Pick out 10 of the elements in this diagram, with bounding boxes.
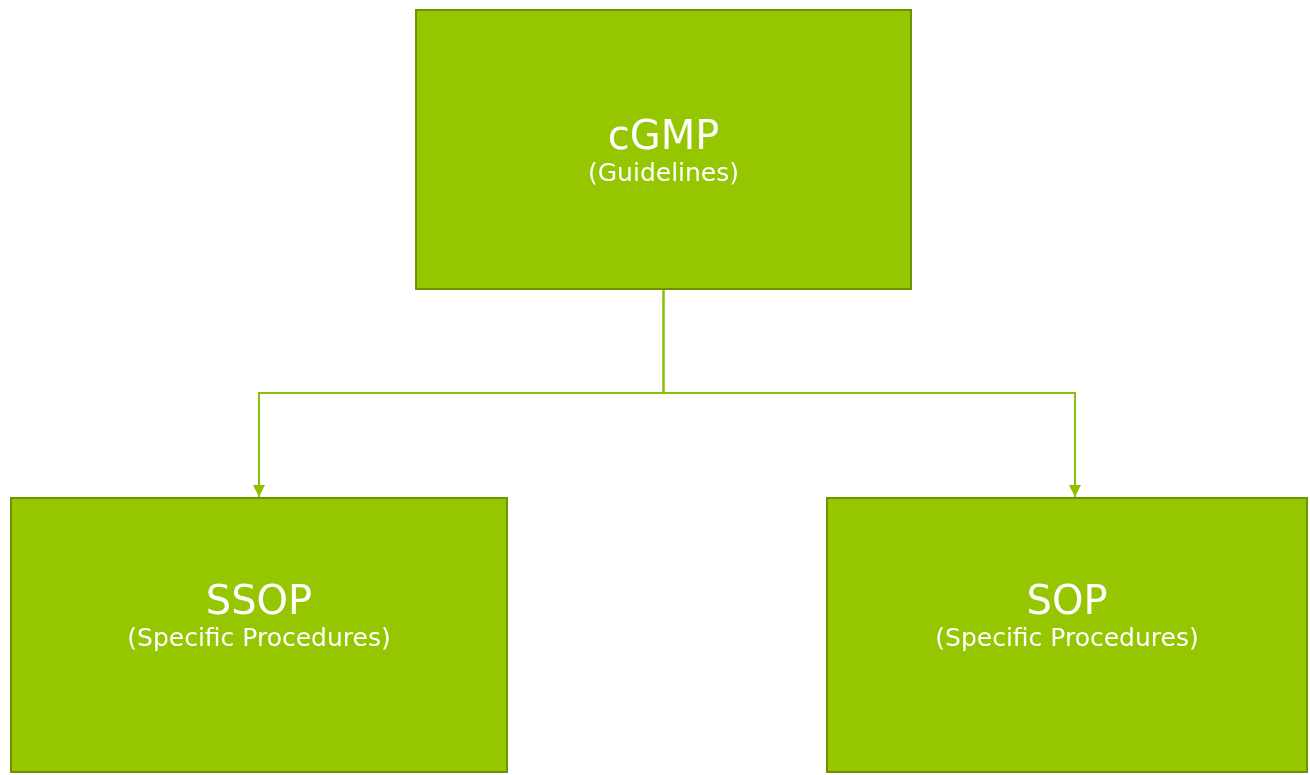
box-subtitle: (Specific Procedures) (935, 623, 1199, 653)
connector-arrow (662, 289, 1081, 498)
process-box (826, 497, 1308, 773)
box-subtitle: (Guidelines) (587, 157, 740, 188)
process-box (415, 9, 912, 290)
process-box (10, 497, 508, 773)
box-title: cGMP (607, 111, 720, 158)
box-subtitle: (Specific Procedures) (127, 623, 391, 653)
box-title: SOP (1026, 577, 1108, 623)
box-title: SSOP (205, 577, 313, 623)
